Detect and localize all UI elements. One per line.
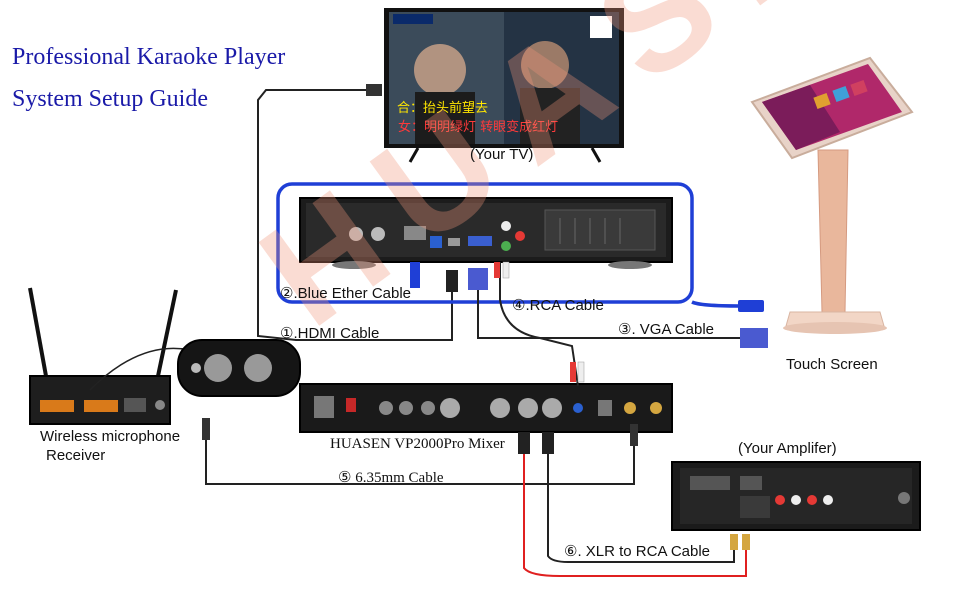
mixer-label: HUASEN VP2000Pro Mixer: [330, 436, 505, 452]
ether-cable-loop: [276, 182, 694, 304]
xlr-cable-label: ⑥. XLR to RCA Cable: [564, 543, 711, 560]
tv: [384, 8, 624, 163]
mixer: [299, 383, 673, 433]
mic-receiver-label-line1: Wireless microphone: [40, 428, 181, 445]
amplifier-label: (Your Amplifer): [738, 440, 837, 457]
xlr-input-box: [89, 339, 301, 397]
vga-cable: [477, 290, 740, 339]
hdmi-cable-label: ①.HDMI Cable: [280, 325, 380, 342]
title-line1: Professional Karaoke Player: [12, 44, 286, 70]
mic-receiver: [28, 287, 178, 425]
rca-cable: [499, 262, 579, 387]
touch-screen-label: Touch Screen: [786, 356, 878, 373]
tv-lyric-line1: 合：抬头前望去: [397, 100, 488, 116]
amplifier: [671, 461, 921, 531]
karaoke-player: [299, 197, 673, 269]
ether-cable-label: ②.Blue Ether Cable: [280, 285, 412, 302]
title-line2: System Setup Guide: [12, 86, 208, 112]
hdmi-cable: [257, 89, 453, 341]
tv-lyric-line2: 女：明明绿灯 转眼变成红灯: [398, 119, 558, 135]
tv-label: (Your TV): [470, 146, 534, 163]
vga-cable-label: ③. VGA Cable: [618, 321, 714, 338]
rca-cable-label: ④.RCA Cable: [512, 297, 604, 314]
mic-receiver-label-line2: Receiver: [46, 447, 106, 464]
jack-cable: [205, 440, 635, 485]
jack-cable-label: ⑤ 6.35mm Cable: [338, 470, 444, 486]
xlr-cable-black: [547, 452, 735, 563]
xlr-cable-red: [523, 452, 747, 577]
touch-screen-kiosk: [750, 56, 914, 334]
